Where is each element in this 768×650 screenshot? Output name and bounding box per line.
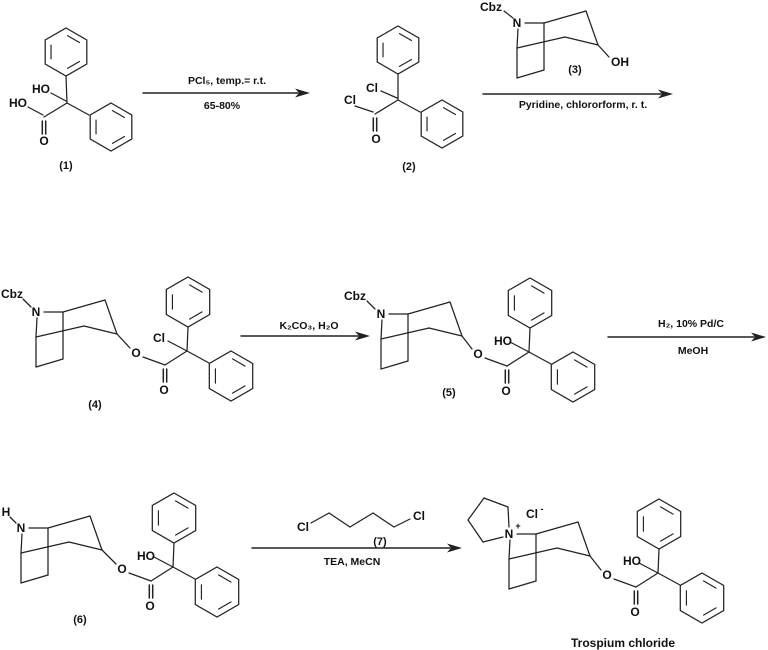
group-label-cbz: Cbz [1, 287, 23, 301]
atom-label-acid-oh: HO [9, 96, 27, 110]
compound-6-skeleton [9, 492, 240, 618]
arrow-1-reagents-above: PCl₅, temp.= r.t. [188, 75, 266, 87]
compound-3-skeleton [503, 10, 610, 79]
reaction-arrow-2: Pyridine, chlororform, r. t. [482, 89, 673, 111]
compound-7-skeleton [310, 512, 411, 528]
atom-label-chloride: Cl [526, 507, 538, 521]
compound-6-number: (6) [73, 614, 87, 626]
reaction-arrow-5: TEA, MeCN [251, 543, 462, 568]
compound-1-skeleton [27, 27, 133, 152]
arrow-1-yield-below: 65-80% [204, 100, 241, 112]
compound-1-number: (1) [59, 160, 73, 172]
atom-label-n-plus: N [505, 527, 514, 541]
compound-4-skeleton [22, 276, 254, 402]
compound-5-number: (5) [442, 387, 456, 399]
compound-7-number: (7) [373, 536, 387, 548]
compound-3: Cbz N OH (3) [480, 0, 629, 79]
compound-2-skeleton [354, 25, 464, 149]
group-label-cbz: Cbz [480, 0, 502, 14]
reaction-arrow-4: H₂, 10% Pd/C MeOH [607, 318, 766, 357]
atom-label-ester-o: O [117, 562, 126, 576]
atom-label-alpha-oh: HO [137, 549, 155, 563]
atom-label-n: N [17, 521, 26, 535]
reaction-arrow-3: K₂CO₃, H₂O [240, 320, 370, 341]
atom-label-carbonyl-o: O [39, 134, 48, 148]
atom-label-alpha-oh: HO [623, 554, 641, 568]
arrow-3-reagents-above: K₂CO₃, H₂O [279, 320, 338, 332]
arrow-4-solvent-below: MeOH [678, 345, 708, 357]
compound-6: H N HO O O (6) [2, 492, 240, 626]
atom-label-carbonyl-o: O [630, 605, 639, 619]
product-skeleton [467, 497, 725, 624]
compound-3-number: (3) [568, 64, 582, 76]
atom-label-n: N [32, 305, 41, 319]
arrow-1-graphic [142, 88, 310, 98]
reaction-arrow-1: PCl₅, temp.= r.t. 65-80% [142, 75, 310, 112]
compound-2: Cl Cl O (2) [344, 25, 464, 173]
compound-2-number: (2) [402, 161, 416, 173]
atom-label-nh-h: H [2, 505, 11, 519]
arrow-5-graphic [251, 543, 462, 553]
atom-label-oh: OH [611, 55, 629, 69]
atom-label-n: N [513, 16, 522, 30]
atom-label-ester-o: O [602, 568, 611, 582]
atom-label-alpha-oh: HO [494, 334, 512, 348]
compound-5-skeleton [366, 277, 596, 403]
compound-4-number: (4) [88, 399, 102, 411]
compound-7: Cl Cl (7) [297, 509, 425, 548]
charge-label-plus: + [515, 521, 520, 531]
atom-label-carbonyl-o: O [371, 132, 380, 146]
product-trospium-chloride: N + Cl - HO O O Trospium chloride [467, 497, 725, 650]
atom-label-acyl-cl: Cl [344, 93, 356, 107]
arrow-3-graphic [240, 331, 370, 341]
arrow-2-graphic [482, 89, 673, 99]
product-name: Trospium chloride [571, 636, 675, 650]
charge-label-minus: - [541, 504, 544, 514]
atom-label-carbonyl-o: O [501, 384, 510, 398]
atom-label-alpha-cl: Cl [153, 331, 165, 345]
atom-label-alpha-oh: HO [32, 82, 50, 96]
atom-label-carbonyl-o: O [145, 599, 154, 613]
atom-label-n: N [377, 307, 386, 321]
compound-5: Cbz N HO O O (5) [344, 277, 596, 403]
atom-label-carbonyl-o: O [159, 383, 168, 397]
group-label-cbz: Cbz [344, 289, 366, 303]
atom-label-cl-left: Cl [297, 520, 309, 534]
atom-label-ester-o: O [131, 346, 140, 360]
atom-label-alpha-cl: Cl [366, 81, 378, 95]
atom-label-cl-right: Cl [413, 509, 425, 523]
compound-4: Cbz N Cl O O (4) [1, 276, 254, 411]
compound-1: HO HO O (1) [9, 27, 133, 172]
arrow-4-graphic [607, 332, 766, 342]
atom-label-ester-o: O [473, 347, 482, 361]
arrow-2-reagents-below: Pyridine, chlororform, r. t. [519, 99, 647, 111]
arrow-4-reagents-above: H₂, 10% Pd/C [658, 318, 724, 330]
arrow-5-reagents-below: TEA, MeCN [324, 556, 381, 568]
